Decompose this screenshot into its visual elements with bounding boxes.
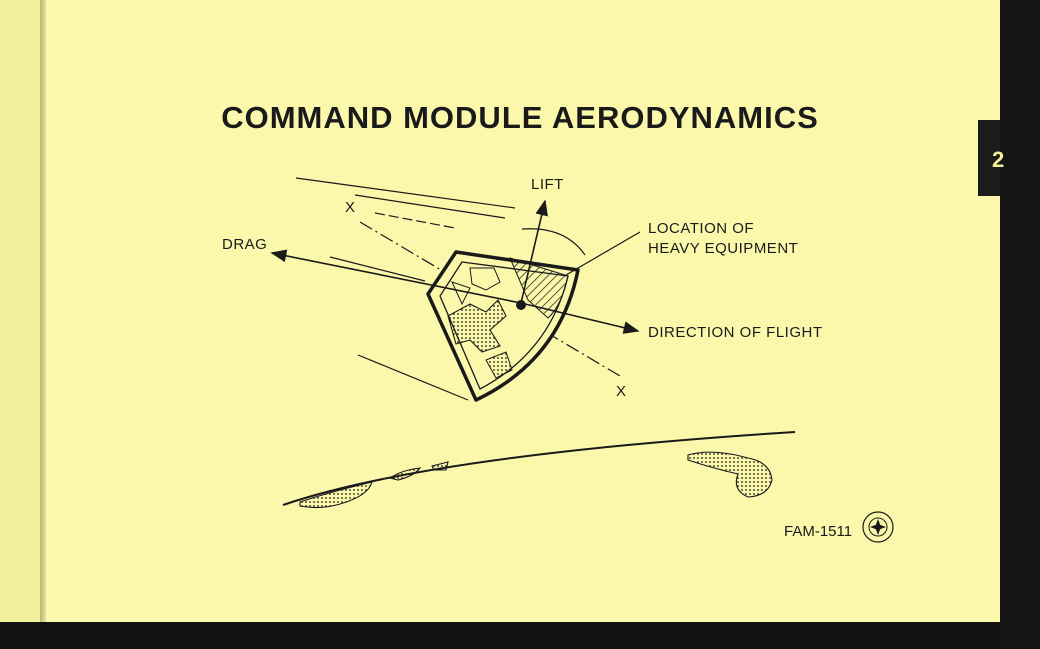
section-tab	[978, 120, 1000, 196]
flight-direction-arrow	[520, 302, 640, 334]
airflow-line	[295, 177, 516, 209]
heavy-equipment-zone	[509, 257, 569, 319]
earth-horizon	[282, 431, 796, 506]
section-tab-label: 2	[992, 147, 1005, 172]
x-axis-label-bottom: X	[616, 383, 627, 400]
command-module-shape	[426, 250, 580, 402]
airflow-line	[374, 212, 456, 229]
airflow-line	[521, 228, 586, 256]
heavy-equipment-leader	[565, 231, 641, 276]
scan-bottom-edge	[0, 622, 1000, 649]
left-page-edge	[0, 0, 40, 622]
heavy-equipment-label-line2: HEAVY EQUIPMENT	[648, 240, 799, 257]
north-american-rockwell-logo-icon	[862, 511, 894, 543]
x-axis-label-top: X	[345, 199, 356, 216]
airflow-line	[354, 194, 506, 219]
airflow-line	[357, 354, 469, 401]
lift-label: LIFT	[531, 176, 564, 193]
book-gutter	[40, 0, 46, 622]
drag-arrow	[270, 249, 522, 304]
lift-arrow	[520, 199, 548, 304]
airflow-line	[329, 256, 426, 282]
earth-landmass	[299, 451, 773, 509]
page-title: COMMAND MODULE AERODYNAMICS	[221, 100, 819, 135]
direction-of-flight-label: DIRECTION OF FLIGHT	[648, 324, 823, 341]
drag-label: DRAG	[222, 236, 268, 253]
figure-id: FAM-1511	[784, 523, 853, 540]
heavy-equipment-label-line1: LOCATION OF	[648, 220, 755, 237]
airflow-lines	[295, 177, 586, 401]
aerodynamics-diagram	[270, 177, 894, 543]
